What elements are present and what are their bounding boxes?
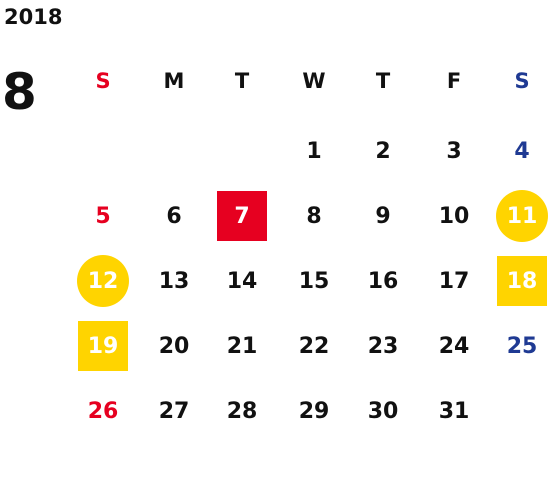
day-cell-26[interactable]: 26 [73, 386, 133, 436]
day-number: 2 [375, 138, 391, 164]
day-number: 17 [438, 268, 470, 294]
day-number: 28 [226, 398, 258, 424]
day-number: 9 [375, 203, 391, 229]
day-number: 16 [367, 268, 399, 294]
day-cell-3[interactable]: 3 [424, 126, 484, 176]
day-number: 12 [87, 268, 119, 294]
day-number: 4 [514, 138, 530, 164]
day-number: 27 [158, 398, 190, 424]
day-cell-22[interactable]: 22 [284, 321, 344, 371]
day-number: 23 [367, 333, 399, 359]
day-number: 19 [87, 333, 119, 359]
day-cell-8[interactable]: 8 [284, 191, 344, 241]
day-number: 6 [166, 203, 182, 229]
weekday-header-sun: S [95, 69, 111, 93]
weekday-header-mon: M [163, 69, 185, 93]
day-number: 18 [506, 268, 538, 294]
day-cell-5[interactable]: 5 [73, 191, 133, 241]
day-cell-1[interactable]: 1 [284, 126, 344, 176]
day-cell-9[interactable]: 9 [353, 191, 413, 241]
day-cell-7[interactable]: 7 [212, 191, 272, 241]
day-number: 26 [87, 398, 119, 424]
day-cell-13[interactable]: 13 [144, 256, 204, 306]
day-number: 14 [226, 268, 258, 294]
day-number: 24 [438, 333, 470, 359]
day-cell-30[interactable]: 30 [353, 386, 413, 436]
day-number: 1 [306, 138, 322, 164]
day-number: 31 [438, 398, 470, 424]
highlight-circle-11 [496, 190, 548, 242]
day-number: 3 [446, 138, 462, 164]
highlight-square-18 [497, 256, 547, 306]
day-cell-20[interactable]: 20 [144, 321, 204, 371]
day-cell-16[interactable]: 16 [353, 256, 413, 306]
weekday-header-thu: T [375, 69, 391, 93]
day-cell-31[interactable]: 31 [424, 386, 484, 436]
day-cell-21[interactable]: 21 [212, 321, 272, 371]
day-number: 5 [95, 203, 111, 229]
day-number: 22 [298, 333, 330, 359]
day-number: 13 [158, 268, 190, 294]
weekday-header-sat: S [514, 69, 530, 93]
day-cell-14[interactable]: 14 [212, 256, 272, 306]
highlight-circle-12 [77, 255, 129, 307]
day-number: 21 [226, 333, 258, 359]
day-number: 7 [234, 203, 250, 229]
weekday-header-fri: F [446, 69, 462, 93]
day-number: 20 [158, 333, 190, 359]
day-cell-23[interactable]: 23 [353, 321, 413, 371]
month-label: 8 [2, 63, 37, 121]
day-cell-27[interactable]: 27 [144, 386, 204, 436]
day-cell-28[interactable]: 28 [212, 386, 272, 436]
day-cell-4[interactable]: 4 [492, 126, 548, 176]
year-label: 2018 [4, 5, 63, 29]
day-cell-18[interactable]: 18 [492, 256, 548, 306]
day-cell-17[interactable]: 17 [424, 256, 484, 306]
day-number: 10 [438, 203, 470, 229]
highlight-square-7 [217, 191, 267, 241]
day-number: 8 [306, 203, 322, 229]
day-cell-24[interactable]: 24 [424, 321, 484, 371]
highlight-square-19 [78, 321, 128, 371]
day-cell-6[interactable]: 6 [144, 191, 204, 241]
day-cell-12[interactable]: 12 [73, 255, 133, 307]
day-cell-11[interactable]: 11 [492, 190, 548, 242]
day-cell-10[interactable]: 10 [424, 191, 484, 241]
day-cell-25[interactable]: 25 [492, 321, 548, 371]
day-number: 15 [298, 268, 330, 294]
day-number: 11 [506, 203, 538, 229]
day-cell-15[interactable]: 15 [284, 256, 344, 306]
day-number: 29 [298, 398, 330, 424]
day-cell-2[interactable]: 2 [353, 126, 413, 176]
weekday-header-wed: W [302, 69, 326, 93]
day-number: 25 [506, 333, 538, 359]
day-number: 30 [367, 398, 399, 424]
day-cell-29[interactable]: 29 [284, 386, 344, 436]
weekday-header-tue: T [234, 69, 250, 93]
day-cell-19[interactable]: 19 [73, 321, 133, 371]
